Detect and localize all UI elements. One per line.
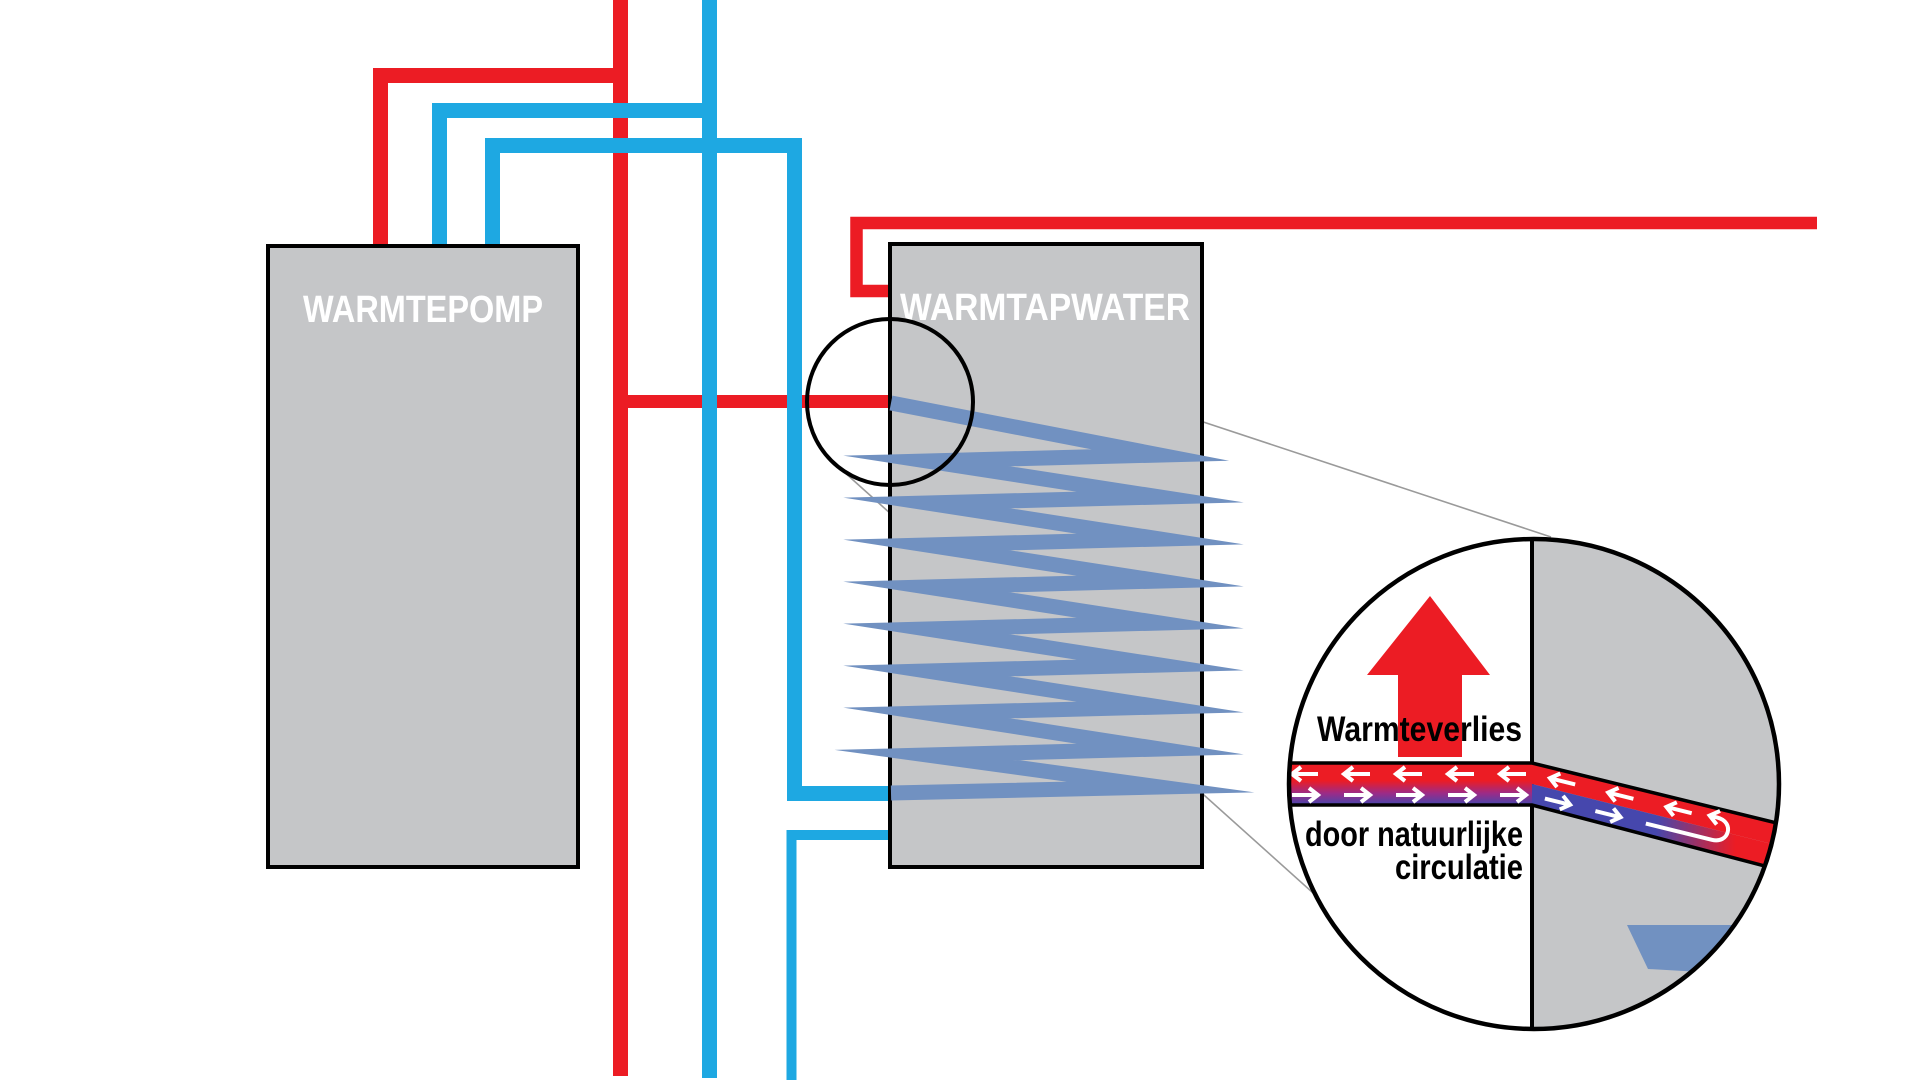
magnified-pipe-horizontal [1289, 763, 1532, 805]
hot-pipe-top-right [850, 216, 1817, 298]
natural-circulation-label-line2: circulatie [1395, 848, 1523, 887]
callout-text: Warmteverlies door natuurlijke circulati… [1305, 710, 1523, 887]
heating-coil [834, 395, 1255, 801]
cold-pipe-heatpump-top-1 [432, 103, 717, 247]
flow-arrows-sloped [1541, 769, 1730, 843]
box-labels: WARMTEPOMP WARMTAPWATER [303, 287, 1190, 331]
hot-pipes [373, 0, 1817, 1076]
magnified-pipe-sloped-top [1532, 763, 1779, 846]
heat-loss-up-arrow-icon [1367, 596, 1490, 757]
natural-circulation-label-line1: door natuurlijke [1305, 815, 1523, 854]
magnifier-circle-outline [1286, 536, 1782, 1032]
magnified-pipe [1289, 761, 1779, 872]
magnifier-callout: Warmteverlies door natuurlijke circulati… [1286, 536, 1782, 1032]
flow-arrows [1290, 765, 1730, 843]
hot-water-tank-label: WARMTAPWATER [900, 287, 1190, 329]
cold-pipes [432, 0, 891, 1080]
cold-pipe-bottom-feed [786, 830, 891, 1080]
heat-pump-label: WARMTEPOMP [303, 289, 543, 331]
heat-loss-label: Warmteverlies [1317, 710, 1522, 749]
hot-pipe-heatpump-top [373, 68, 628, 247]
magnified-pipe-outline [1289, 761, 1779, 872]
detail-circle-small [805, 317, 975, 487]
flow-arrow-uturn [1645, 809, 1730, 843]
cold-pipe-heatpump-top-2 [485, 138, 891, 801]
heat-pump-box [266, 244, 580, 869]
